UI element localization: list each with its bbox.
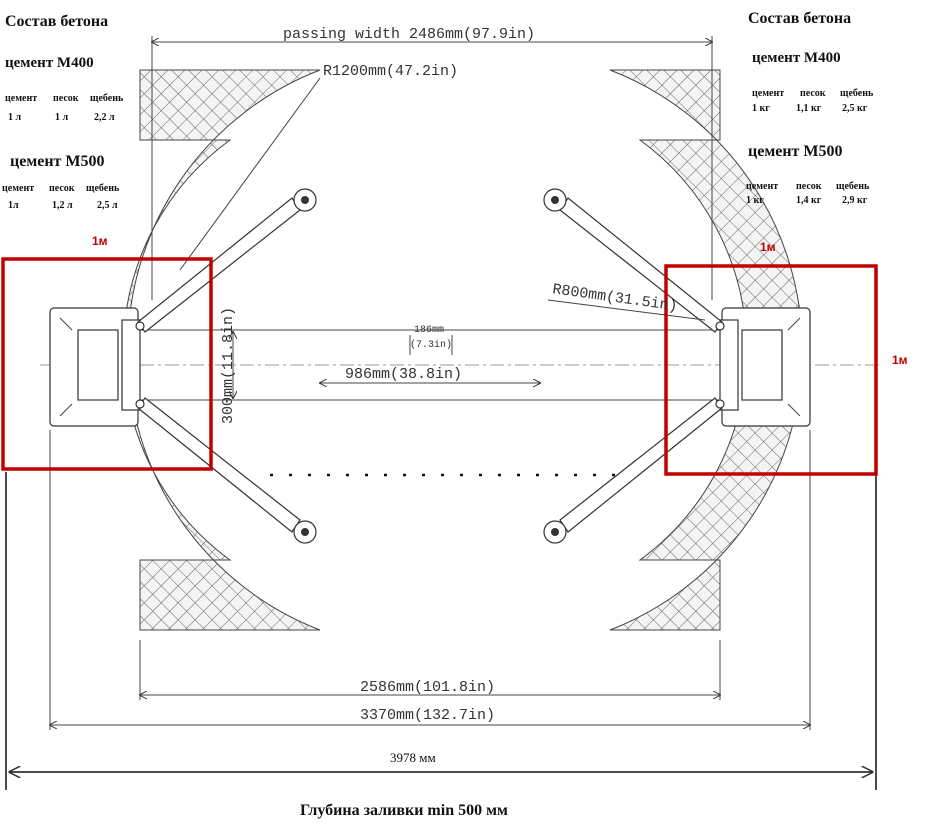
foundation-block-left [1,257,213,471]
col-header: щебень [90,93,124,104]
mix-value: 2,2 л [94,112,115,123]
swing-area-left [122,69,321,631]
mix-value: 1л [8,200,19,211]
total-span-line [5,472,877,790]
mix-value: 1 л [8,112,22,123]
foundation-right-width-mark: 1м [760,240,776,254]
col-header: щебень [840,88,874,99]
col-header: цемент [2,183,34,194]
col-header: песок [53,93,79,104]
total-span-label: 3978 мм [390,750,436,765]
mix-value: 1 л [55,112,69,123]
grade-name: цемент М400 [5,55,94,71]
col-header: щебень [836,181,870,192]
radius-large-label: R1200mm(47.2in) [323,63,458,80]
gap-mm-label: 186mm [414,325,444,336]
lift-pads [293,188,567,544]
grade-name: цемент М400 [752,50,841,66]
col-header: цемент [746,181,778,192]
column-right [719,307,811,427]
mix-value: 2,5 кг [842,103,868,114]
grade-name: цемент М500 [10,153,105,170]
col-header: песок [49,183,75,194]
foundation-left-width-mark: 1м [92,234,108,248]
inner-width-label: 986mm(38.8in) [345,366,462,383]
base-width-label: 2586mm(101.8in) [360,679,495,696]
grade-name: цемент М500 [748,143,843,160]
mix-value: 1,4 кг [796,195,822,206]
mix-value: 1 кг [746,195,764,206]
swing-area-right [609,69,803,631]
foundation-block-right [664,264,878,476]
col-header: песок [796,181,822,192]
concrete-title: Состав бетона [5,13,108,30]
concrete-title: Состав бетона [748,10,851,27]
foundation-right-height-mark: 1м [892,353,908,367]
col-header: песок [800,88,826,99]
pour-depth-note: Глубина заливки min 500 мм [300,802,508,819]
mix-value: 2,9 кг [842,195,868,206]
col-header: цемент [752,88,784,99]
mix-value: 1,1 кг [796,103,822,114]
concrete-composition-right: Состав бетона цемент М400 цемент песок щ… [746,10,874,206]
mix-value: 2,5 л [97,200,118,211]
mix-value: 1 кг [752,103,770,114]
passing-width-label: passing width 2486mm(97.9in) [283,26,535,43]
col-header: щебень [86,183,120,194]
column-depth-label: 300mm(11.8in) [220,307,237,424]
concrete-composition-left: Состав бетона цемент М400 цемент песок щ… [2,13,124,211]
lift-arms [135,197,725,533]
column-left [49,307,141,427]
overall-width-label: 3370mm(132.7in) [360,707,495,724]
mix-value: 1,2 л [52,200,73,211]
col-header: цемент [5,93,37,104]
dimension-lines [50,36,810,730]
gap-in-label: (7.3in) [410,339,452,351]
